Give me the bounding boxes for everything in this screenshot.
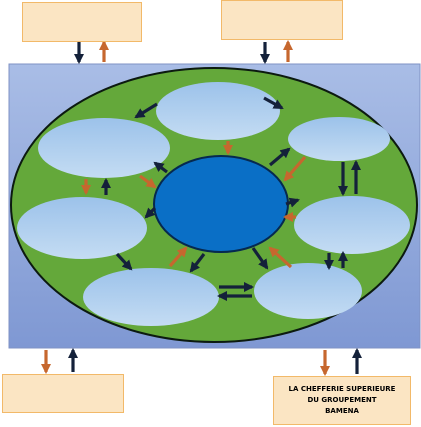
- arrow-lower-right-to-center: [268, 246, 293, 269]
- arrow-left-to-lower-left: [115, 252, 133, 271]
- box-bottom-left: [2, 374, 124, 413]
- center-circle: [153, 155, 289, 253]
- node-ellipse-upper-right: [288, 117, 390, 161]
- arrow-lower-left-to-center: [168, 246, 188, 268]
- box-top-right: [221, 0, 343, 40]
- box-bottom-right-label: LA CHEFFERIE SUPERIEURE DU GROUPEMENT BA…: [288, 385, 396, 415]
- node-ellipse-upper-left: [38, 118, 170, 178]
- node-ellipse-top: [156, 82, 280, 140]
- node-ellipse-left: [17, 197, 147, 259]
- box-top-left: [22, 2, 142, 42]
- box-bottom-right: LA CHEFFERIE SUPERIEURE DU GROUPEMENT BA…: [273, 376, 411, 425]
- arrow-upper-right-to-center: [283, 155, 307, 182]
- arrow-center-to-lower-right: [251, 247, 269, 270]
- node-ellipse-right: [294, 196, 410, 254]
- arrow-center-to-lower-left: [189, 253, 206, 273]
- node-ellipse-lower-left: [83, 268, 219, 326]
- node-ellipse-lower-right: [254, 263, 362, 319]
- arrow-center-to-upper-left: [153, 161, 168, 174]
- arrow-center-to-left: [144, 206, 157, 219]
- arrow-center-to-right: [285, 197, 300, 208]
- arrow-upper-left-to-center: [139, 174, 157, 189]
- arrow-center-to-upper-right: [268, 147, 291, 167]
- arrow-top-to-upper-right: [263, 96, 284, 110]
- arrow-top-to-upper-left: [134, 102, 158, 119]
